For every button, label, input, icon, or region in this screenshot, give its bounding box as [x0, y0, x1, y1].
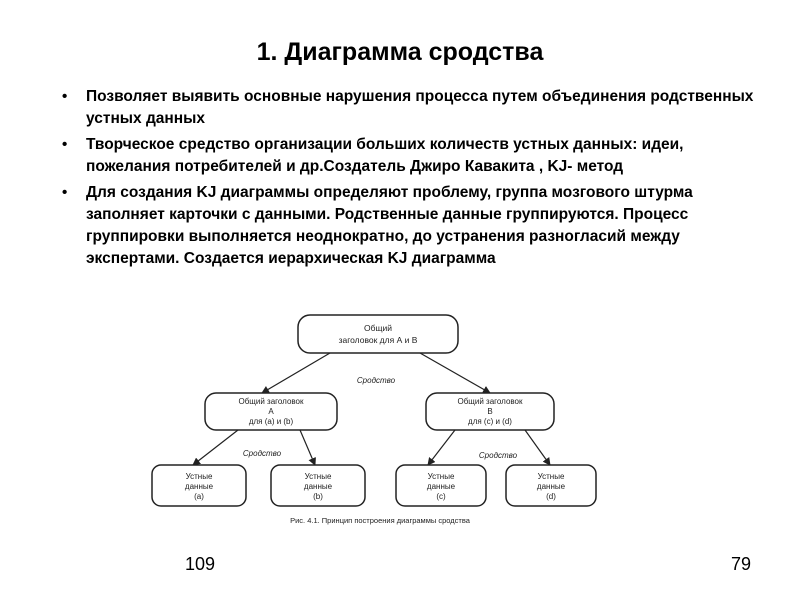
slide-title: 1. Диаграмма сродства [256, 38, 544, 66]
edge-left-b [299, 429, 316, 466]
right-box-line3: для (с) и (d) [468, 417, 512, 426]
edge-top-left [261, 352, 331, 394]
leaf-box-d [505, 464, 597, 507]
top-box-line1: Общий [364, 323, 392, 333]
right-box-line2: В [487, 407, 492, 416]
footer-page-left: 109 [185, 554, 216, 574]
left-box-line3: для (а) и (b) [249, 417, 294, 426]
bullet-item: • Позволяет выявить основные нарушения пр… [62, 86, 762, 130]
right-box-line1: Общий заголовок [458, 397, 523, 406]
leaf-d-line1: Устные [538, 472, 565, 481]
edge-right-c [427, 429, 456, 466]
leaf-box-a [151, 464, 247, 507]
leaf-d-line3: (d) [546, 492, 556, 501]
leaf-c-line2: данные [427, 482, 456, 491]
bullet-marker: • [62, 136, 68, 153]
edge-top-right [419, 352, 491, 394]
figure-caption: Рис. 4.1. Принцип построения диаграммы с… [290, 516, 471, 525]
bullet-item: • Для создания KJ диаграммы определяют пр… [62, 182, 762, 270]
bullet-item: • Творческое средство организации больших… [62, 134, 762, 178]
footer-page-right: 79 [731, 554, 752, 574]
leaf-box-c [395, 464, 487, 507]
left-header-box [204, 392, 338, 431]
top-edge-label: Сродство [357, 376, 396, 385]
leaf-a-line1: Устные [186, 472, 213, 481]
leaf-d-line2: данные [537, 482, 566, 491]
leaf-b-line1: Устные [305, 472, 332, 481]
bullet-marker: • [62, 88, 68, 105]
bullet-list: • Позволяет выявить основные нарушения пр… [62, 86, 762, 274]
left-box-line1: Общий заголовок [239, 397, 304, 406]
leaf-c-line3: (с) [436, 492, 446, 501]
leaf-a-line2: данные [185, 482, 214, 491]
edge-left-a [192, 429, 239, 466]
bullet-text: Позволяет выявить основные нарушения про… [86, 88, 754, 127]
bullet-text: Творческое средство организации больших … [86, 136, 684, 175]
right-header-box [425, 392, 555, 431]
left-box-line2: А [268, 407, 274, 416]
right-edge-label: Сродство [479, 451, 518, 460]
bullet-marker: • [62, 184, 68, 201]
top-header-box [297, 314, 459, 354]
leaf-c-line1: Устные [428, 472, 455, 481]
left-edge-label: Сродство [243, 449, 282, 458]
leaf-b-line2: данные [304, 482, 333, 491]
edge-right-d [524, 429, 551, 466]
top-box-line2: заголовок для А и В [339, 335, 418, 345]
leaf-box-b [270, 464, 366, 507]
leaf-a-line3: (а) [194, 492, 204, 501]
leaf-b-line3: (b) [313, 492, 323, 501]
bullet-text: Для создания KJ диаграммы определяют про… [86, 184, 693, 267]
